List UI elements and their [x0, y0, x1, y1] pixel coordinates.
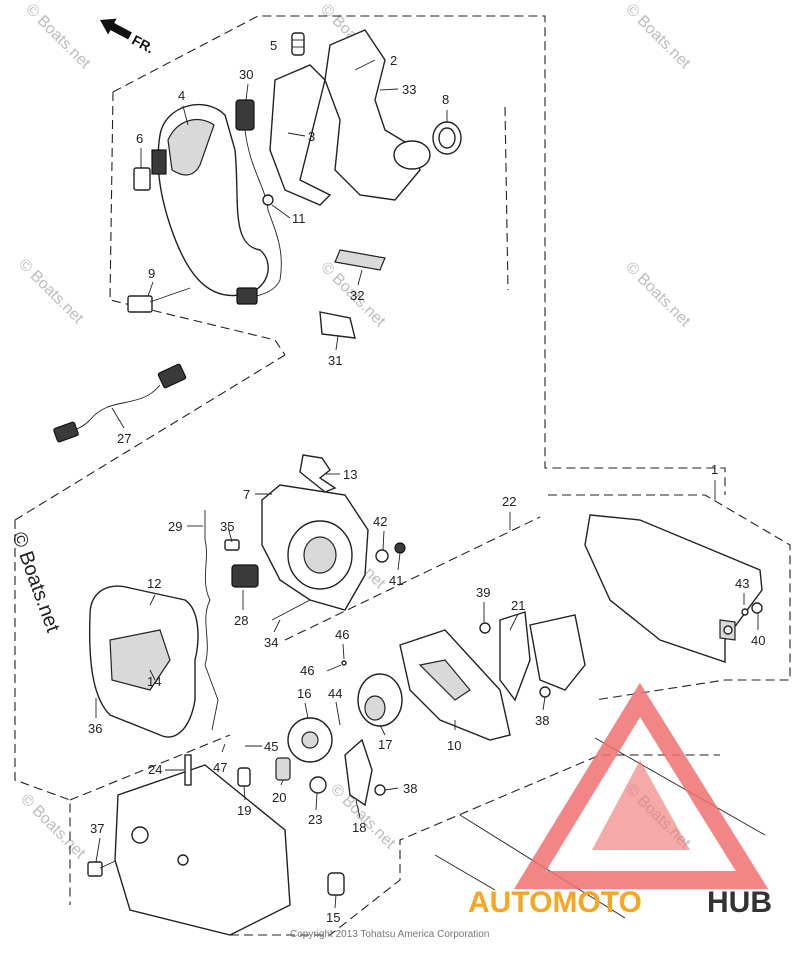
part-sleeve [432, 121, 462, 155]
handle-group-boundary [109, 91, 286, 356]
callout-27: 27 [117, 431, 131, 446]
triangle-icon [513, 682, 769, 889]
callout-19: 19 [237, 803, 251, 818]
callout-5: 5 [270, 38, 277, 53]
callout-13: 13 [343, 467, 357, 482]
control-unit-boundary [14, 354, 286, 521]
part-clip [299, 454, 337, 493]
callout-34: 34 [264, 635, 278, 650]
callout-16: 16 [297, 686, 311, 701]
part-spring-cable [204, 510, 219, 731]
callout-9: 9 [148, 266, 155, 281]
callout-3: 3 [308, 129, 315, 144]
part-wire-harness [53, 363, 187, 443]
automotohub-logo: AUTOMOTO HUB [468, 682, 772, 919]
callout-2: 2 [390, 53, 397, 68]
callout-29: 29 [168, 519, 182, 534]
callout-22: 22 [502, 494, 516, 509]
callout-11: 11 [292, 211, 306, 226]
callout-12: 12 [147, 576, 161, 591]
callout-37: 37 [90, 821, 104, 836]
callout-40: 40 [751, 633, 765, 648]
callout-8: 8 [442, 92, 449, 107]
logo-part1: AUTOMOTO [468, 886, 642, 919]
part-handle-grip [151, 104, 269, 297]
part-control-plate [231, 484, 369, 611]
part-handle-arm [269, 29, 431, 206]
callout-21: 21 [511, 598, 525, 613]
part-side-cover [88, 585, 199, 738]
watermark-text: © Boats.net [622, 1, 694, 73]
callout-44: 44 [328, 686, 342, 701]
callout-36: 36 [88, 721, 102, 736]
callout-38a: 38 [535, 713, 549, 728]
callout-46b: 46 [300, 663, 314, 678]
main-assembly-boundary [14, 520, 71, 905]
callout-33: 33 [402, 82, 416, 97]
callout-24: 24 [148, 762, 162, 777]
callout-17: 17 [378, 737, 392, 752]
lower-group-boundary [69, 734, 231, 801]
callout-15: 15 [326, 910, 340, 925]
handle-group-right [504, 106, 509, 291]
part-switch-harness [235, 99, 282, 305]
watermark-text: © Boats.net [17, 791, 89, 863]
callout-28: 28 [234, 613, 248, 628]
part-spring [291, 32, 305, 56]
center-group-boundary [284, 516, 541, 641]
side-watermark: © Boats.net [7, 529, 64, 635]
upper-right-boundary [548, 494, 791, 701]
assembly-boundaries [14, 15, 791, 936]
callout-41: 41 [389, 573, 403, 588]
part-gears [287, 673, 403, 807]
watermark-text: © Boats.net [15, 256, 87, 328]
callout-1: 1 [711, 462, 718, 477]
arrow-icon [100, 18, 132, 40]
callout-46a: 46 [335, 627, 349, 642]
callout-35: 35 [220, 519, 234, 534]
part-clip-and-pin [127, 167, 191, 313]
callout-47: 47 [213, 760, 227, 775]
front-direction-indicator: FR. [100, 18, 157, 57]
callout-6: 6 [136, 131, 143, 146]
callout-4: 4 [178, 88, 185, 103]
direction-label: FR. [129, 32, 156, 57]
callout-32: 32 [350, 288, 364, 303]
watermark-text: © Boats.net [622, 259, 694, 331]
callout-42: 42 [373, 514, 387, 529]
callout-18: 18 [352, 820, 366, 835]
upper-group-boundary [112, 15, 726, 495]
watermark-text: © Boats.net [22, 1, 94, 73]
leader-lines [95, 59, 759, 909]
part-cover-plate [584, 514, 763, 663]
part-labels [319, 249, 386, 339]
callout-labels: 1 2 3 4 5 6 7 8 9 10 11 12 13 14 15 16 1… [88, 38, 765, 925]
callout-43: 43 [735, 576, 749, 591]
callout-45: 45 [264, 739, 278, 754]
callout-7: 7 [243, 487, 250, 502]
callout-39: 39 [476, 585, 490, 600]
callout-38b: 38 [403, 781, 417, 796]
copyright-notice: Copyright 2013 Tohatsu America Corporati… [290, 929, 489, 940]
callout-23: 23 [308, 812, 322, 827]
callout-31: 31 [328, 353, 342, 368]
callout-30: 30 [239, 67, 253, 82]
callout-20: 20 [272, 790, 286, 805]
part-fasteners [87, 539, 763, 896]
inner-triangle-icon [592, 760, 690, 850]
part-bracket [399, 611, 586, 741]
part-lower-housing [114, 754, 291, 936]
callout-14: 14 [147, 674, 161, 689]
logo-part2: HUB [707, 886, 772, 919]
callout-10: 10 [447, 738, 461, 753]
lower-right-boundary [230, 754, 720, 936]
